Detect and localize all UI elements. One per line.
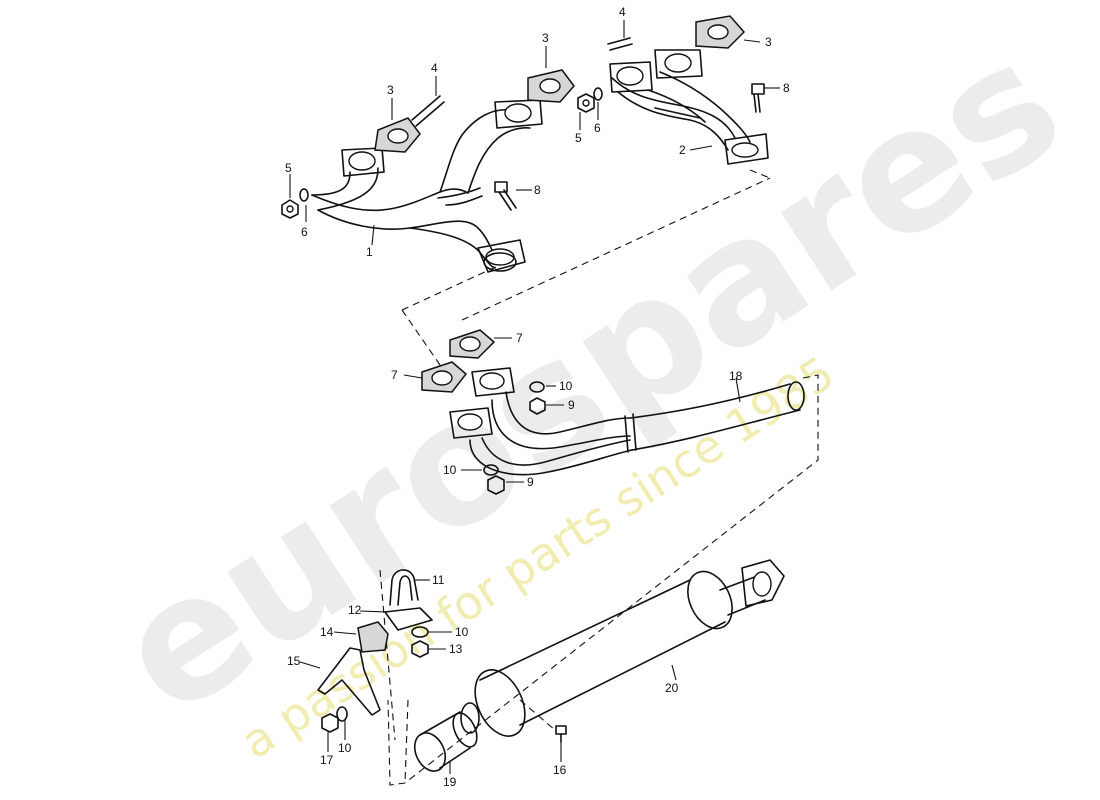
callout-11: 11 [432,573,445,587]
leader-lines [289,20,780,774]
callout-9-upper: 9 [568,398,575,412]
callout-16: 16 [553,763,567,777]
callout-18: 18 [729,369,743,383]
part-2-manifold-right [609,49,769,165]
callout-20: 20 [665,681,679,695]
callout-17: 17 [320,753,334,767]
callout-7-lower: 7 [391,368,398,382]
callout-8-left: 8 [534,183,541,197]
callout-6-left: 6 [301,225,308,239]
callout-10-middle: 10 [443,463,457,477]
watermark: eurospares a passion for parts since 198… [84,3,1093,769]
callout-8-right: 8 [783,81,790,95]
callout-9-lower: 9 [527,475,534,489]
part-9-10-nuts-washers [483,381,546,495]
part-7-gaskets [421,329,496,393]
callout-3-right: 3 [765,35,772,49]
part-3-gaskets [374,15,746,153]
part-8-bolts [494,83,765,211]
part-4-studs [411,37,633,127]
part-16-17-fasteners [321,706,567,743]
part-1-manifold-left [311,99,543,273]
callout-1: 1 [366,245,373,259]
assembly-dashed-lines [379,169,819,786]
callout-10-clamp: 10 [455,625,469,639]
part-11-15-mounting-hardware [317,569,433,716]
callout-19: 19 [443,775,457,789]
part-5-6-nuts-washers [281,87,603,219]
callout-10-bottom: 10 [338,741,352,755]
callout-3-middle: 3 [542,31,549,45]
callout-4-right: 4 [619,5,626,19]
callout-numbers: 1 2 3 3 3 4 4 5 5 6 6 7 7 8 8 9 9 10 10 … [285,5,790,789]
callout-14: 14 [320,625,334,639]
callout-10-upper: 10 [559,379,573,393]
callout-12: 12 [348,603,362,617]
callout-15: 15 [287,654,301,668]
callout-5-left: 5 [285,161,292,175]
callout-5-right: 5 [575,131,582,145]
part-20-muffler [460,559,785,737]
part-19-tail-pipe [413,711,478,772]
watermark-brand: eurospares [84,3,1093,754]
callout-7-upper: 7 [516,331,523,345]
callout-2: 2 [679,143,686,157]
callout-6-right: 6 [594,121,601,135]
callout-3-left: 3 [387,83,394,97]
callout-13: 13 [449,642,463,656]
part-18-front-pipe [449,367,805,476]
callout-4-left: 4 [431,61,438,75]
